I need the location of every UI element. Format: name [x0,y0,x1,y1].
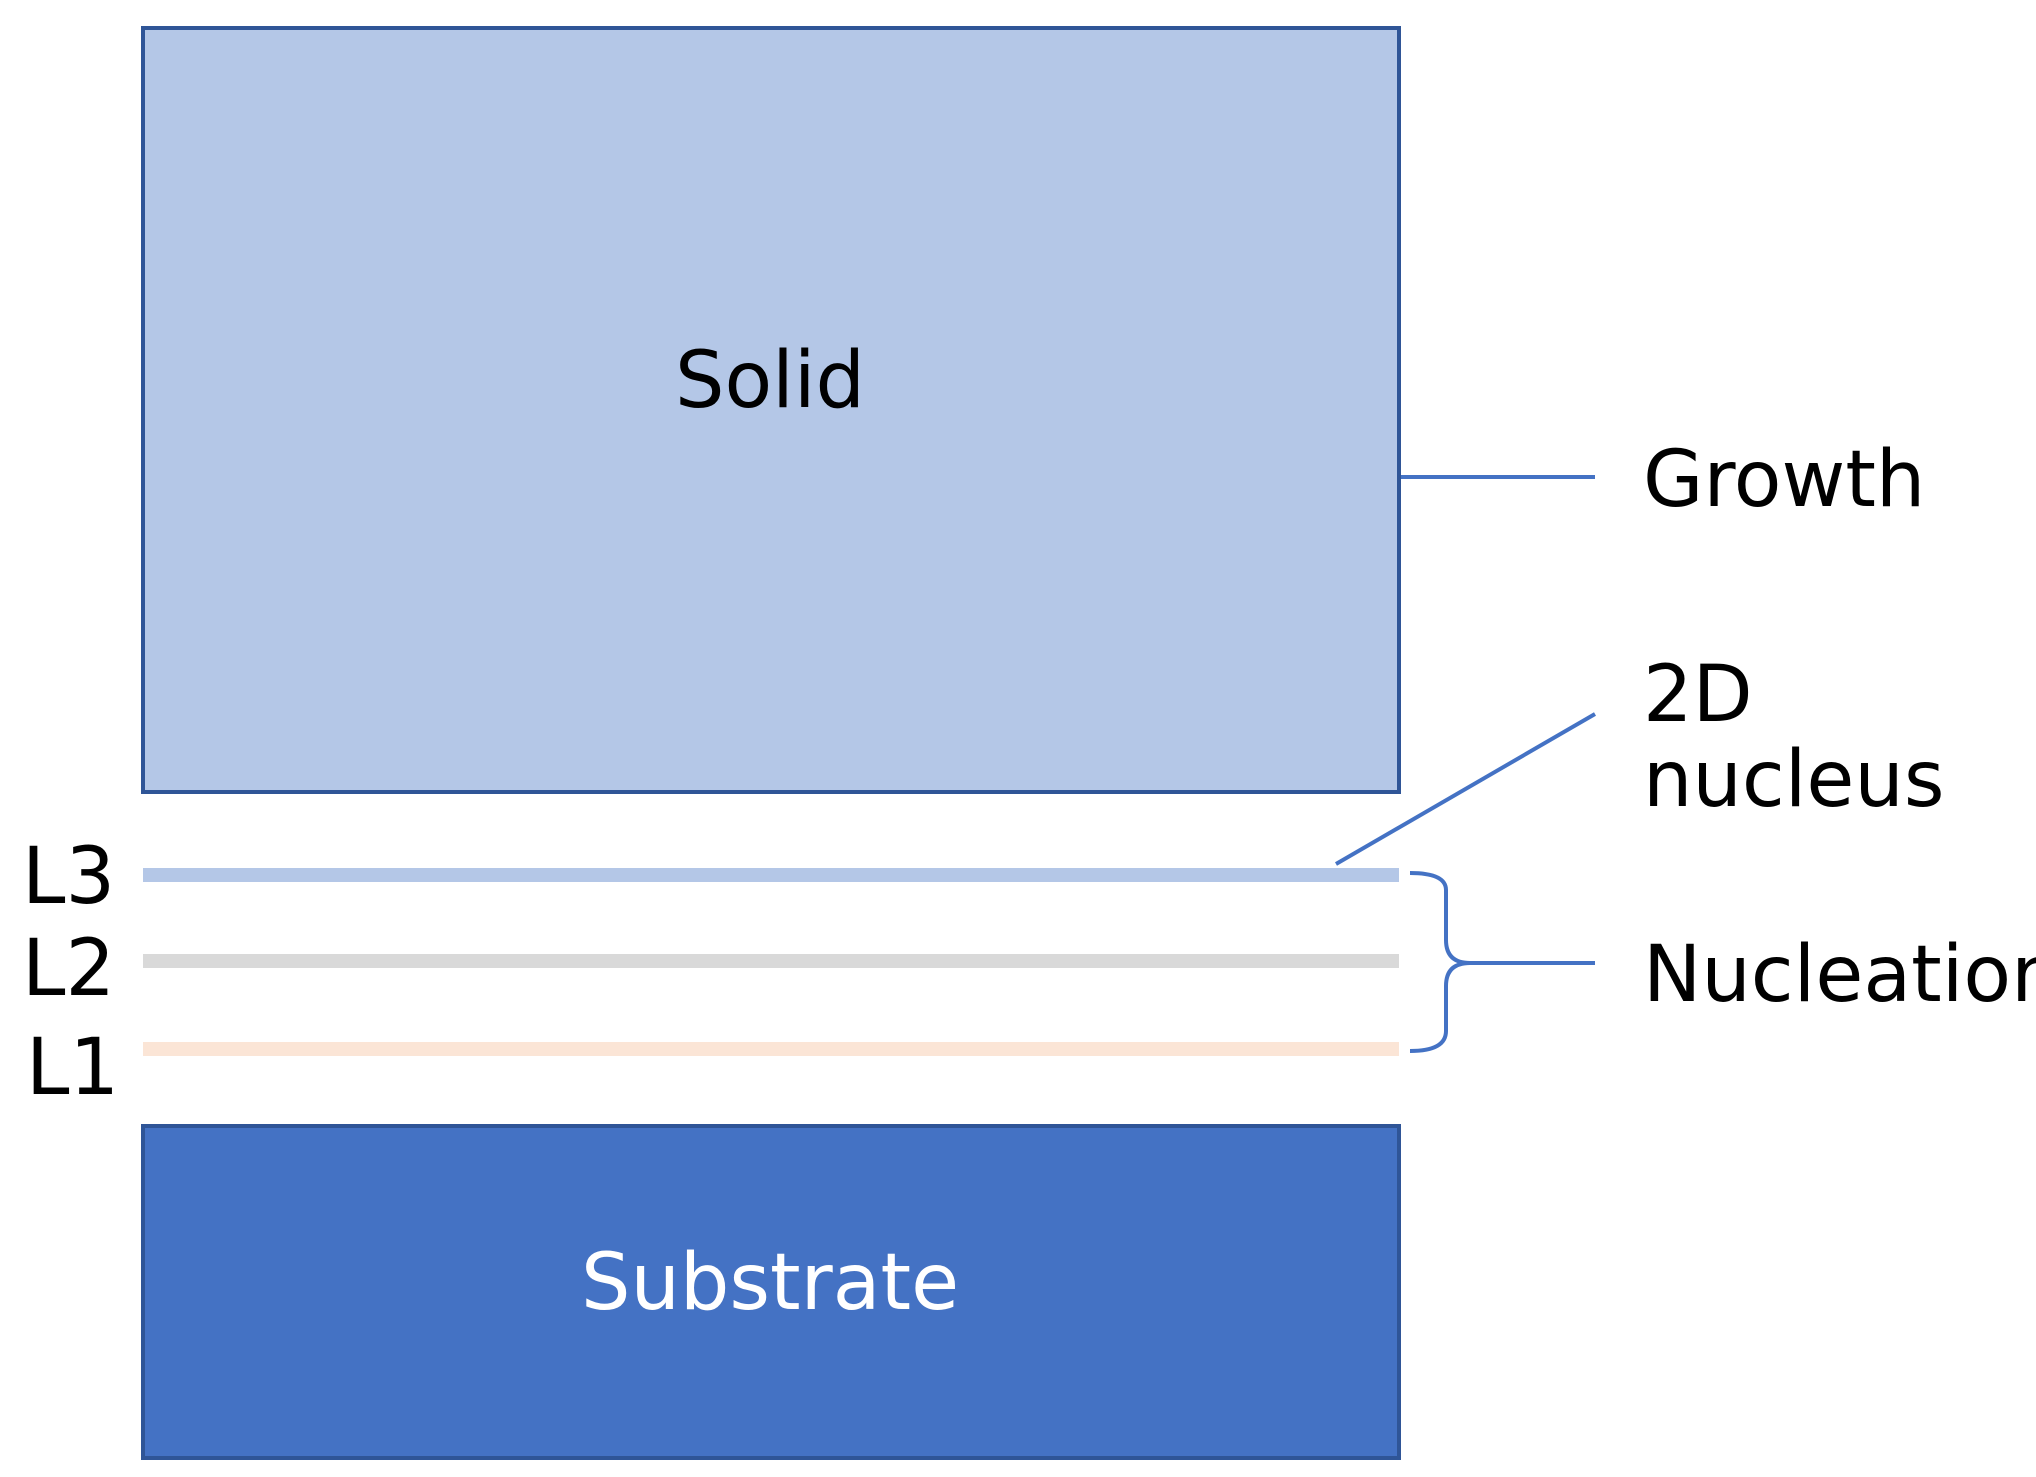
substrate-label: Substrate [581,1238,959,1328]
nucleation-label: Nucleation [1643,930,2036,1020]
solid-block [141,26,1401,794]
layer-L2-bar [143,954,1399,968]
nucleus-connector [1334,712,1597,866]
layer-L3-label: L3 [22,832,115,922]
nucleation-bracket [1409,871,1471,1053]
layer-L1-bar [143,1042,1399,1056]
solid-label: Solid [675,336,865,426]
layer-L3-bar [143,868,1399,882]
nucleus-label-line2: nucleus [1643,735,1945,825]
substrate-block [141,1124,1401,1460]
layer-L1-label: L1 [26,1023,119,1113]
nucleus-label-line1: 2D [1643,650,1753,740]
growth-label: Growth [1643,435,1925,525]
layer-L2-label: L2 [22,924,115,1014]
